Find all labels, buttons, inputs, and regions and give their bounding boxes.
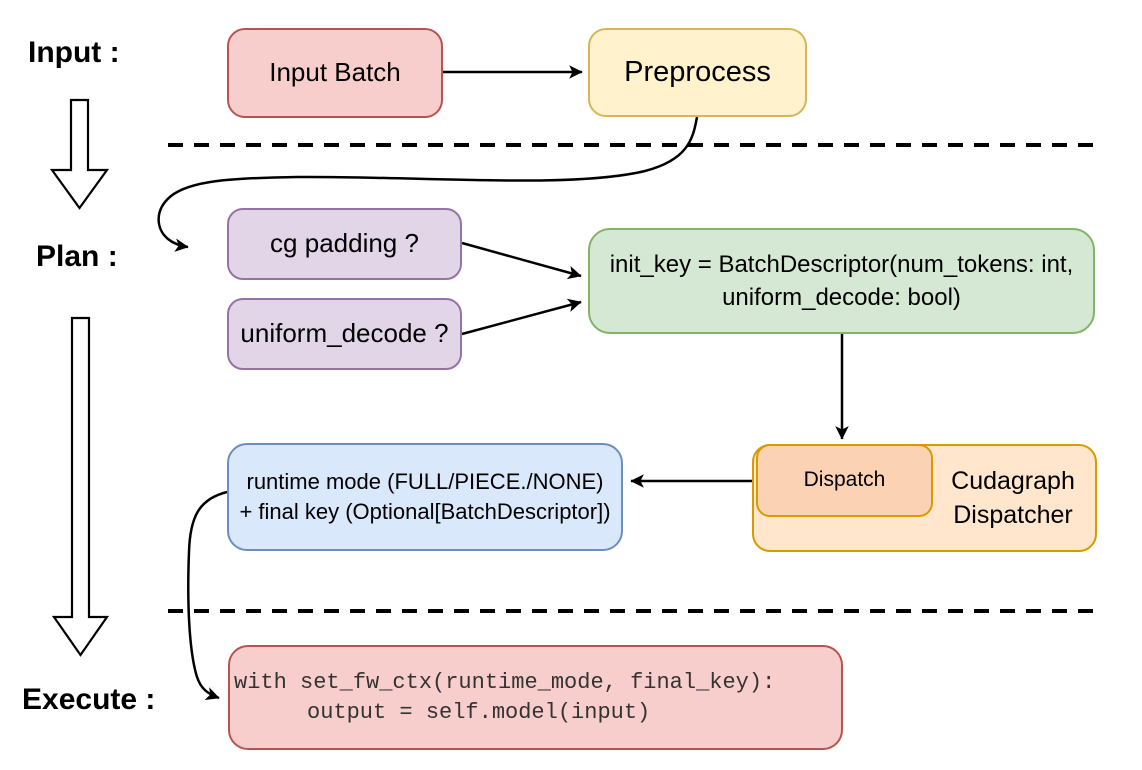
init-key-line2: uniform_decode: bool)	[722, 284, 961, 311]
runtime-mode-node: runtime mode (FULL/PIECE./NONE) + final …	[227, 443, 623, 551]
init-key-line1: init_key = BatchDescriptor(num_tokens: i…	[609, 251, 1074, 278]
execute-code-node: with set_fw_ctx(runtime_mode, final_key)…	[228, 645, 843, 750]
cudagraph-dispatcher-line2: Dispatcher	[953, 501, 1073, 529]
arrow-uniformdecode-to-initkey	[461, 298, 582, 336]
execute-section-label: Execute :	[22, 683, 156, 716]
execute-code-line2: output = self.model(input)	[307, 699, 651, 725]
dispatch-label: Dispatch	[803, 468, 886, 492]
cudagraph-dispatcher-label: Cudagraph Dispatcher	[933, 464, 1093, 532]
cg-padding-node: cg padding ?	[227, 208, 462, 280]
input-section-label: Input :	[28, 36, 120, 69]
cudagraph-dispatcher-line1: Cudagraph	[951, 467, 1075, 495]
preprocess-label: Preprocess	[624, 55, 771, 88]
input-batch-node: Input Batch	[227, 28, 443, 118]
input-batch-label: Input Batch	[269, 57, 401, 88]
arrow-cgpadding-to-initkey	[461, 241, 582, 280]
uniform-decode-node: uniform_decode ?	[227, 298, 462, 370]
arrow-preprocess-to-cgpadding	[157, 116, 699, 252]
preprocess-node: Preprocess	[588, 28, 807, 117]
cg-padding-label: cg padding ?	[270, 228, 419, 259]
execute-code-line1: with set_fw_ctx(runtime_mode, final_key)…	[234, 669, 776, 695]
section-arrow-input-to-plan	[49, 98, 110, 210]
runtime-mode-line2: + final key (Optional[BatchDescriptor])	[239, 499, 611, 524]
runtime-mode-line1: runtime mode (FULL/PIECE./NONE)	[246, 469, 604, 494]
uniform-decode-label: uniform_decode ?	[240, 318, 449, 349]
arrow-runtimemode-to-execute	[187, 490, 228, 700]
section-arrow-plan-to-execute	[51, 316, 110, 657]
plan-section-label: Plan :	[36, 240, 118, 273]
dispatch-node: Dispatch	[756, 444, 933, 517]
init-key-node: init_key = BatchDescriptor(num_tokens: i…	[588, 228, 1095, 334]
